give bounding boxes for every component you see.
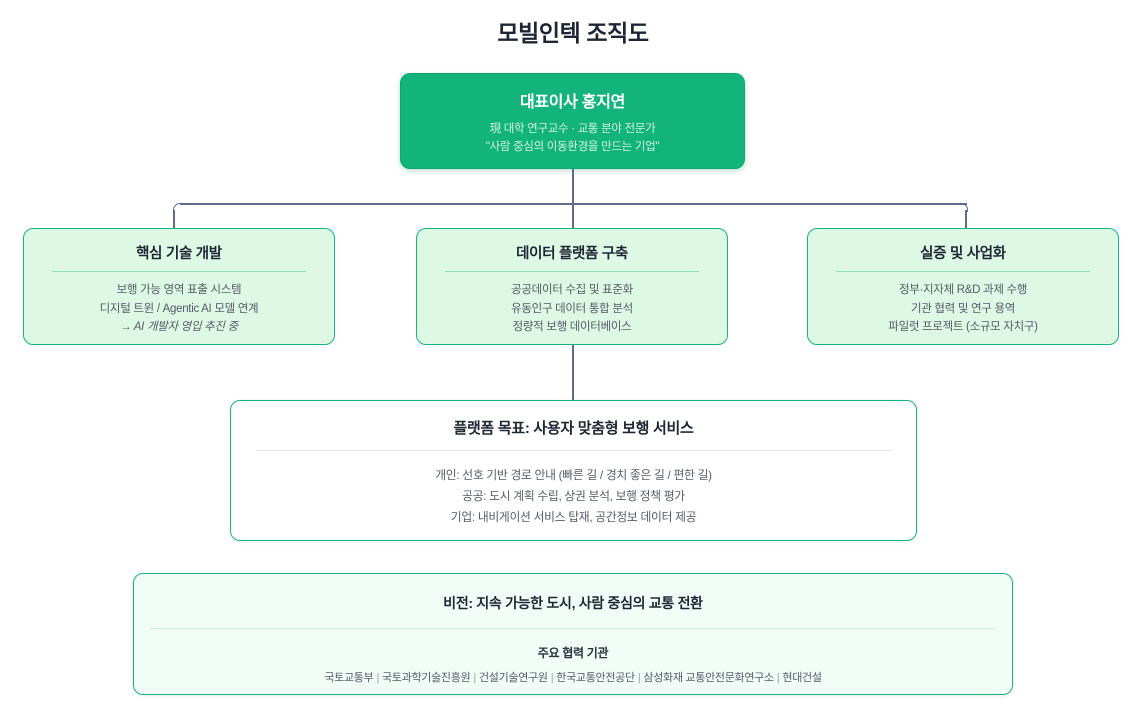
connector-corner-right xyxy=(959,203,968,212)
division-2-title: 데이터 플랫폼 구축 xyxy=(516,246,628,262)
division-2-line-3: 정량적 보행 데이터베이스 xyxy=(512,321,632,334)
partner-separator: | xyxy=(776,672,780,684)
vision-title: 비전: 지속 가능한 도시, 사람 중심의 교통 전환 xyxy=(443,595,703,611)
division-1-line-3: → AI 개발자 영입 추진 중 xyxy=(120,321,238,334)
division-2-line-1: 공공데이터 수집 및 표준화 xyxy=(511,284,633,296)
platform-title: 플랫폼 목표: 사용자 맞춤형 보행 서비스 xyxy=(453,420,694,437)
node-vision[interactable]: 비전: 지속 가능한 도시, 사람 중심의 교통 전환 주요 협력 기관 국토교… xyxy=(133,573,1013,695)
platform-body: 개인: 선호 기반 경로 안내 (빠른 길 / 경치 좋은 길 / 편한 길) … xyxy=(231,465,916,528)
node-platform-goal[interactable]: 플랫폼 목표: 사용자 맞춤형 보행 서비스 개인: 선호 기반 경로 안내 (… xyxy=(230,400,917,541)
division-3-line-1: 정부·지자체 R&D 과제 수행 xyxy=(898,284,1028,296)
division-3-title: 실증 및 사업화 xyxy=(920,246,1006,262)
partner-separator: | xyxy=(550,672,554,684)
vision-partners-list: 국토교통부|국토과학기술진흥원|건설기술연구원|한국교통안전공단|삼성화재 교통… xyxy=(134,669,1012,685)
partner-separator: | xyxy=(376,672,379,684)
division-3-line-3: 파일럿 프로젝트 (소규모 자치구) xyxy=(888,321,1038,334)
ceo-subtitle-line-2: "사람 중심의 이동환경을 만드는 기업" xyxy=(485,140,660,153)
partner-item: 건설기술연구원 xyxy=(478,672,548,684)
vision-divider xyxy=(150,628,996,629)
division-3-line-2: 기관 협력 및 연구 용역 xyxy=(910,302,1016,315)
division-2-body: 공공데이터 수집 및 표준화 유동인구 데이터 통합 분석 정량적 보행 데이터… xyxy=(417,281,727,337)
division-2-divider xyxy=(445,271,699,272)
ceo-subtitle-line-1: 現 대학 연구교수 · 교통 분야 전문가 xyxy=(489,123,656,135)
connector-ceo-stem xyxy=(572,169,574,204)
node-ceo[interactable]: 대표이사 홍지연 現 대학 연구교수 · 교통 분야 전문가 "사람 중심의 이… xyxy=(400,73,745,169)
partner-item: 삼성화재 교통안전문화연구소 xyxy=(643,672,774,684)
division-3-body: 정부·지자체 R&D 과제 수행 기관 협력 및 연구 용역 파일럿 프로젝트 … xyxy=(808,281,1118,337)
connector-platform-stem xyxy=(572,345,574,401)
platform-line-3: 기업: 내비게이션 서비스 탑재, 공간정보 데이터 제공 xyxy=(450,509,697,524)
ceo-title: 대표이사 홍지연 xyxy=(519,94,626,111)
platform-line-2: 공공: 도시 계획 수립, 상권 분석, 보행 정책 평가 xyxy=(462,488,685,503)
connector-drop-col-2 xyxy=(572,203,574,229)
node-division-1[interactable]: 핵심 기술 개발 보행 가능 영역 표출 시스템 디지털 트윈 / Agenti… xyxy=(23,228,335,345)
partner-item: 현대건설 xyxy=(782,672,822,684)
platform-divider xyxy=(255,450,892,451)
vision-partners-heading: 주요 협력 기관 xyxy=(537,646,609,660)
connector-drop-col-3 xyxy=(965,210,967,229)
division-1-line-1: 보행 가능 영역 표출 시스템 xyxy=(116,284,242,296)
partner-item: 국토교통부 xyxy=(324,672,374,684)
partner-separator: | xyxy=(473,672,476,684)
partner-item: 국토과학기술진흥원 xyxy=(382,672,471,684)
partner-item: 한국교통안전공단 xyxy=(556,672,635,684)
division-2-line-2: 유동인구 데이터 통합 분석 xyxy=(511,302,633,315)
ceo-subtitle: 現 대학 연구교수 · 교통 분야 전문가 "사람 중심의 이동환경을 만드는 … xyxy=(401,121,744,157)
partner-separator: | xyxy=(637,672,641,684)
division-1-title: 핵심 기술 개발 xyxy=(136,246,222,262)
node-division-2[interactable]: 데이터 플랫폼 구축 공공데이터 수집 및 표준화 유동인구 데이터 통합 분석… xyxy=(416,228,728,345)
connector-corner-left xyxy=(173,203,182,212)
platform-line-1: 개인: 선호 기반 경로 안내 (빠른 길 / 경치 좋은 길 / 편한 길) xyxy=(435,468,712,482)
page-title: 모빌인텍 조직도 xyxy=(497,20,649,46)
division-1-divider xyxy=(52,271,306,272)
connector-drop-col-1 xyxy=(173,210,175,229)
division-1-line-2: 디지털 트윈 / Agentic AI 모델 연계 xyxy=(99,302,259,315)
division-1-body: 보행 가능 영역 표출 시스템 디지털 트윈 / Agentic AI 모델 연… xyxy=(24,281,334,337)
node-division-3[interactable]: 실증 및 사업화 정부·지자체 R&D 과제 수행 기관 협력 및 연구 용역 … xyxy=(807,228,1119,345)
division-3-divider xyxy=(836,271,1090,272)
